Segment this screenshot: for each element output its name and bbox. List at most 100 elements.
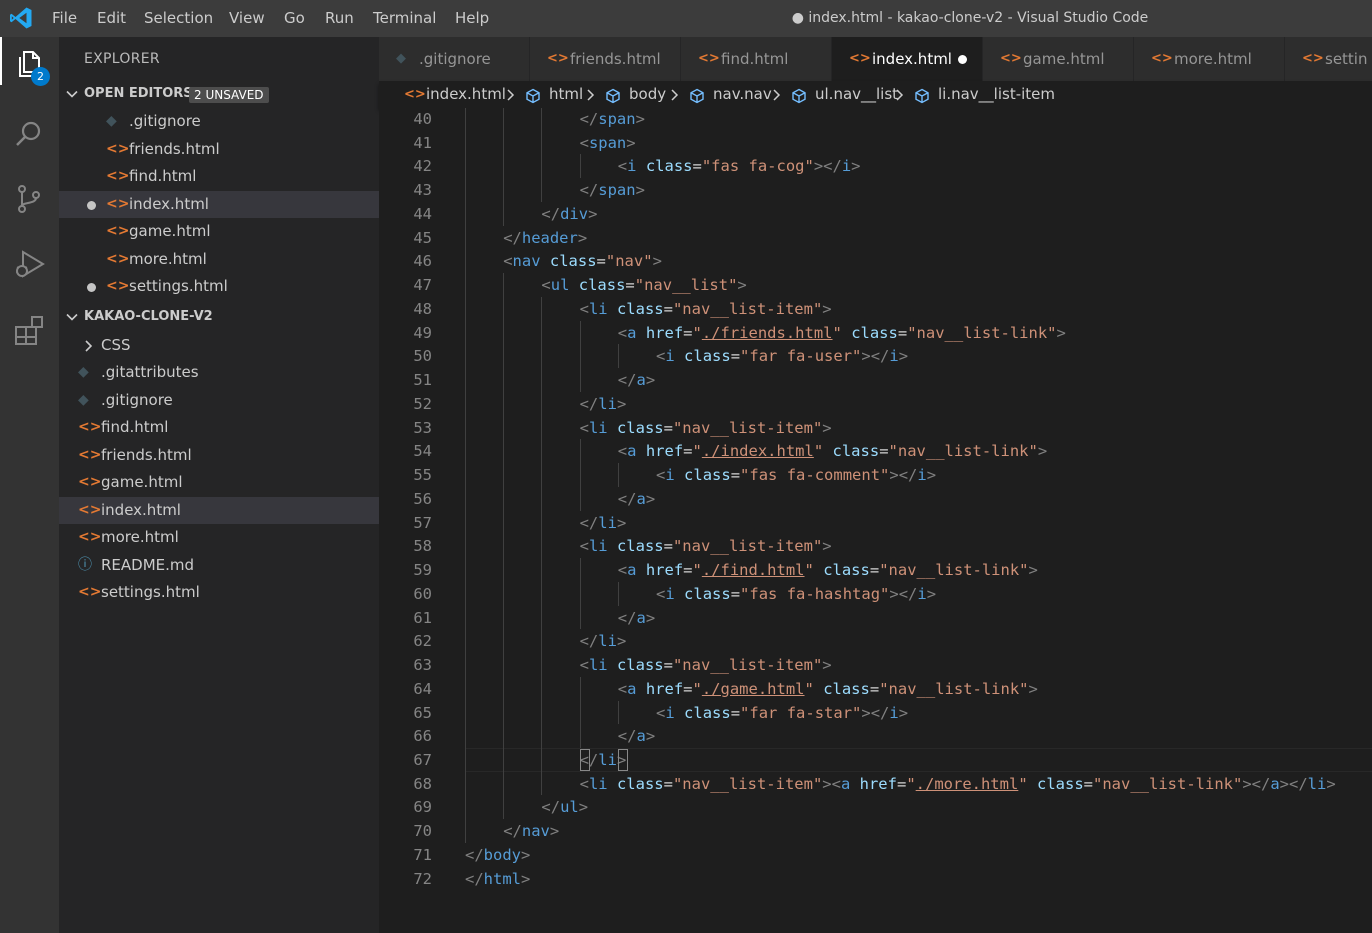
tab-find-html[interactable]: <>find.html [681,37,832,81]
unsaved-dot-icon[interactable] [958,55,967,64]
tab-settin[interactable]: <>settin [1285,37,1372,81]
chevron-right-icon [773,89,781,101]
code-line: </li> [465,748,627,772]
line-number: 57 [413,513,432,532]
open-editor-item[interactable]: <>game.html [59,218,379,245]
line-number: 68 [413,774,432,793]
file-item[interactable]: <>settings.html [59,579,379,606]
line-number: 56 [413,489,432,508]
code-token: class [616,774,664,793]
tab-friends-html[interactable]: <>friends.html [530,37,681,81]
breadcrumb-item[interactable]: li.nav__list-item [938,85,1056,103]
open-editor-item[interactable]: <>friends.html [59,136,379,163]
code-token: li [598,632,617,651]
menu-help[interactable]: Help [455,9,490,27]
html-icon: <> [78,529,102,545]
code-token: "nav__list-item" [672,299,823,318]
code-token: < [579,299,589,318]
breadcrumb-item[interactable]: body [629,85,667,103]
code-token [1028,775,1037,793]
code-token: = [683,561,693,580]
chevron-right-icon [896,89,904,101]
unsaved-dot-icon [87,200,96,210]
code-token: > [898,347,909,366]
file-item[interactable]: <>game.html [59,469,379,496]
source-control-activity-button[interactable] [0,172,59,220]
code-line: <li class="nav__list-item"><a href="./mo… [465,772,1336,796]
extensions-activity-button[interactable] [0,302,59,350]
chevron-down-icon [66,90,78,98]
folder-item[interactable]: CSS [59,332,379,359]
file-name: friends.html [129,139,220,158]
breadcrumb-item[interactable]: html [549,85,584,103]
code-token: </ [617,371,637,390]
code-line: </header> [465,226,587,250]
file-item[interactable]: <>index.html [59,496,379,524]
menu-selection[interactable]: Selection [144,9,214,27]
code-editor[interactable]: 40</span>41<span>42<i class="fas fa-cog"… [379,108,1372,933]
explorer-activity-button[interactable]: 2 [0,37,59,86]
code-token: li [588,299,608,318]
code-line: <i class="far fa-user"></i> [465,344,908,368]
open-editor-item[interactable]: ◆.gitignore [59,108,379,135]
code-token: i [917,466,927,485]
menu-edit[interactable]: Edit [97,9,127,27]
breadcrumb-item[interactable]: nav.nav [713,85,772,103]
project-header[interactable]: KAKAO-CLONE-V2 [59,304,379,330]
indent-guide [465,108,466,843]
menu-view[interactable]: View [229,9,265,27]
file-item[interactable]: <>more.html [59,524,379,551]
code-line: </a> [465,368,655,392]
open-editor-item[interactable]: <>more.html [59,246,379,273]
menu-terminal[interactable]: Terminal [373,9,437,27]
code-line: <i class="fas fa-cog"></i> [465,154,861,178]
tab-index-html[interactable]: <>index.html [832,37,983,81]
code-token: = [683,442,693,461]
code-token: < [579,133,589,152]
breadcrumb-item[interactable]: ul.nav__list [815,85,899,103]
code-token: " [813,442,824,461]
open-editor-item[interactable]: <>settings.html [59,273,379,300]
menu-go[interactable]: Go [284,9,305,27]
code-token: </ [617,489,637,508]
open-editors-header[interactable]: OPEN EDITORS 2 UNSAVED [59,81,379,107]
open-editor-item[interactable]: <>find.html [59,163,379,190]
run-debug-activity-button[interactable] [0,237,59,285]
code-token: "nav__list-item" [672,656,823,675]
code-token: </ [541,798,561,817]
code-token: class [645,157,693,176]
file-item[interactable]: <>find.html [59,414,379,441]
search-activity-button[interactable] [0,107,59,155]
menu-run[interactable]: Run [325,9,354,27]
code-token [608,775,617,793]
line-number: 55 [413,466,432,485]
code-token: > [635,181,645,200]
tab-gitignore[interactable]: ◆.gitignore [379,37,530,81]
code-token: </ [579,750,599,769]
tab-more-html[interactable]: <>more.html [1134,37,1285,81]
explorer-sidebar: EXPLORER OPEN EDITORS 2 UNSAVED ◆.gitign… [59,37,379,933]
unsaved-badge: 2 UNSAVED [189,87,269,103]
file-item[interactable]: ◆.gitattributes [59,359,379,386]
file-item[interactable]: <>friends.html [59,442,379,469]
bracket-match-box [579,748,591,771]
file-item[interactable]: ◆.gitignore [59,387,379,414]
code-token: > [635,110,645,128]
code-token: i [665,584,675,603]
open-editor-item[interactable]: <>index.html [59,190,379,218]
line-number: 51 [413,371,432,390]
breadcrumb-item[interactable]: index.html [426,85,506,103]
code-token: </ [541,204,561,223]
line-number: 44 [413,204,432,223]
menu-file[interactable]: File [52,9,78,27]
code-token: "far fa-star" [740,703,862,722]
code-token: li [598,394,617,413]
file-name: friends.html [101,445,192,464]
indent-guide [579,558,581,630]
tab-game-html[interactable]: <>game.html [983,37,1134,81]
info-icon: ⓘ [78,556,92,573]
html-icon: <> [78,419,102,435]
symbol-element-icon [606,88,620,104]
